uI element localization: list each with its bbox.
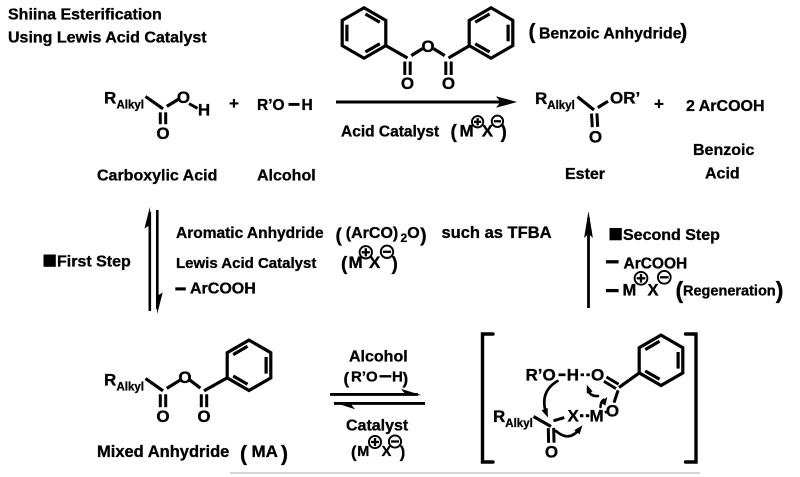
svg-text:): ) [680,21,687,44]
svg-text:2: 2 [401,231,408,245]
svg-text:Regeneration: Regeneration [683,284,776,300]
svg-text:(: ( [336,225,343,246]
svg-text:R: R [493,407,505,426]
svg-text:M: M [349,253,363,272]
svg-text:ArCOOH: ArCOOH [624,256,688,273]
svg-text:Ester: Ester [565,166,605,183]
svg-text:First Step: First Step [57,253,131,270]
svg-text:): ) [403,369,409,388]
svg-text:Shiina Esterification: Shiina Esterification [8,7,162,24]
svg-text:Acid Catalyst: Acid Catalyst [341,124,439,141]
svg-text:M: M [357,444,369,460]
svg-text:O: O [606,402,619,421]
svg-text:(ArCO): (ArCO) [346,225,398,242]
svg-text:Alkyl: Alkyl [505,418,533,430]
svg-text:(: ( [451,122,458,143]
svg-text:O: O [407,225,419,242]
svg-text:H: H [302,97,313,114]
svg-text:O: O [545,443,558,462]
svg-text:Using Lewis Acid Catalyst: Using Lewis Acid Catalyst [8,30,207,47]
svg-text:(: ( [529,21,536,44]
svg-text:): ) [501,122,507,143]
svg-text:Alkyl: Alkyl [547,100,575,112]
svg-text:Mixed Anhydride: Mixed Anhydride [97,443,229,461]
svg-text:O: O [177,88,190,107]
svg-text:(: ( [240,443,247,466]
svg-text:MA: MA [252,442,278,461]
svg-text:O: O [589,127,602,146]
svg-text:): ) [776,277,784,303]
svg-text:X: X [568,407,580,426]
svg-text:O: O [591,366,604,385]
svg-text:O: O [197,407,210,426]
svg-text:2 ArCOOH: 2 ArCOOH [686,98,765,115]
svg-text:Benzoic Anhydride: Benzoic Anhydride [539,26,682,43]
svg-text:such as TFBA: such as TFBA [442,224,552,242]
svg-text:): ) [392,254,398,275]
svg-text:Aromatic Anhydride: Aromatic Anhydride [176,225,324,242]
svg-text:M: M [623,282,637,300]
svg-text:): ) [400,444,406,462]
svg-text:O: O [421,37,434,56]
svg-text:X: X [382,444,392,460]
svg-text:ArCOOH: ArCOOH [190,281,256,298]
svg-text:Carboxylic Acid: Carboxylic Acid [97,167,217,184]
svg-text:H: H [198,101,210,120]
svg-text:O: O [178,368,191,387]
svg-text:R: R [535,89,547,108]
svg-text:Acid: Acid [705,166,740,183]
svg-text:M: M [460,122,474,141]
svg-text:X: X [482,122,494,141]
svg-text:Second Step: Second Step [623,227,720,244]
svg-text:X: X [648,282,659,300]
svg-text:H: H [567,366,579,385]
svg-text:R: R [104,89,116,108]
svg-text:R: R [104,371,116,390]
svg-text:H: H [392,369,403,386]
svg-text:O: O [401,74,414,93]
svg-text:R’O: R’O [351,369,378,386]
svg-text:+: + [654,94,664,113]
svg-text:Alcohol: Alcohol [349,348,408,365]
svg-text:(: ( [676,277,684,303]
svg-text:Benzoic: Benzoic [693,142,754,159]
svg-text:Catalyst: Catalyst [346,417,409,434]
svg-text:Alcohol: Alcohol [257,167,316,184]
svg-text:X: X [369,253,381,272]
svg-text:(: ( [351,444,357,462]
svg-text:OR’: OR’ [610,89,640,108]
svg-text:R’O: R’O [526,366,556,385]
svg-text:O: O [156,124,169,143]
svg-text:): ) [281,443,288,466]
svg-text:(: ( [341,254,348,275]
svg-text:+: + [229,94,239,113]
svg-text:Lewis Acid Catalyst: Lewis Acid Catalyst [176,255,316,272]
svg-text:O: O [156,407,169,426]
svg-text:O: O [442,74,455,93]
svg-text:): ) [420,225,426,246]
svg-text:M: M [590,407,604,426]
svg-text:Alkyl: Alkyl [117,100,145,112]
svg-text:Alkyl: Alkyl [117,382,145,394]
svg-text:R’O: R’O [257,97,285,114]
svg-text:(: ( [344,369,350,388]
